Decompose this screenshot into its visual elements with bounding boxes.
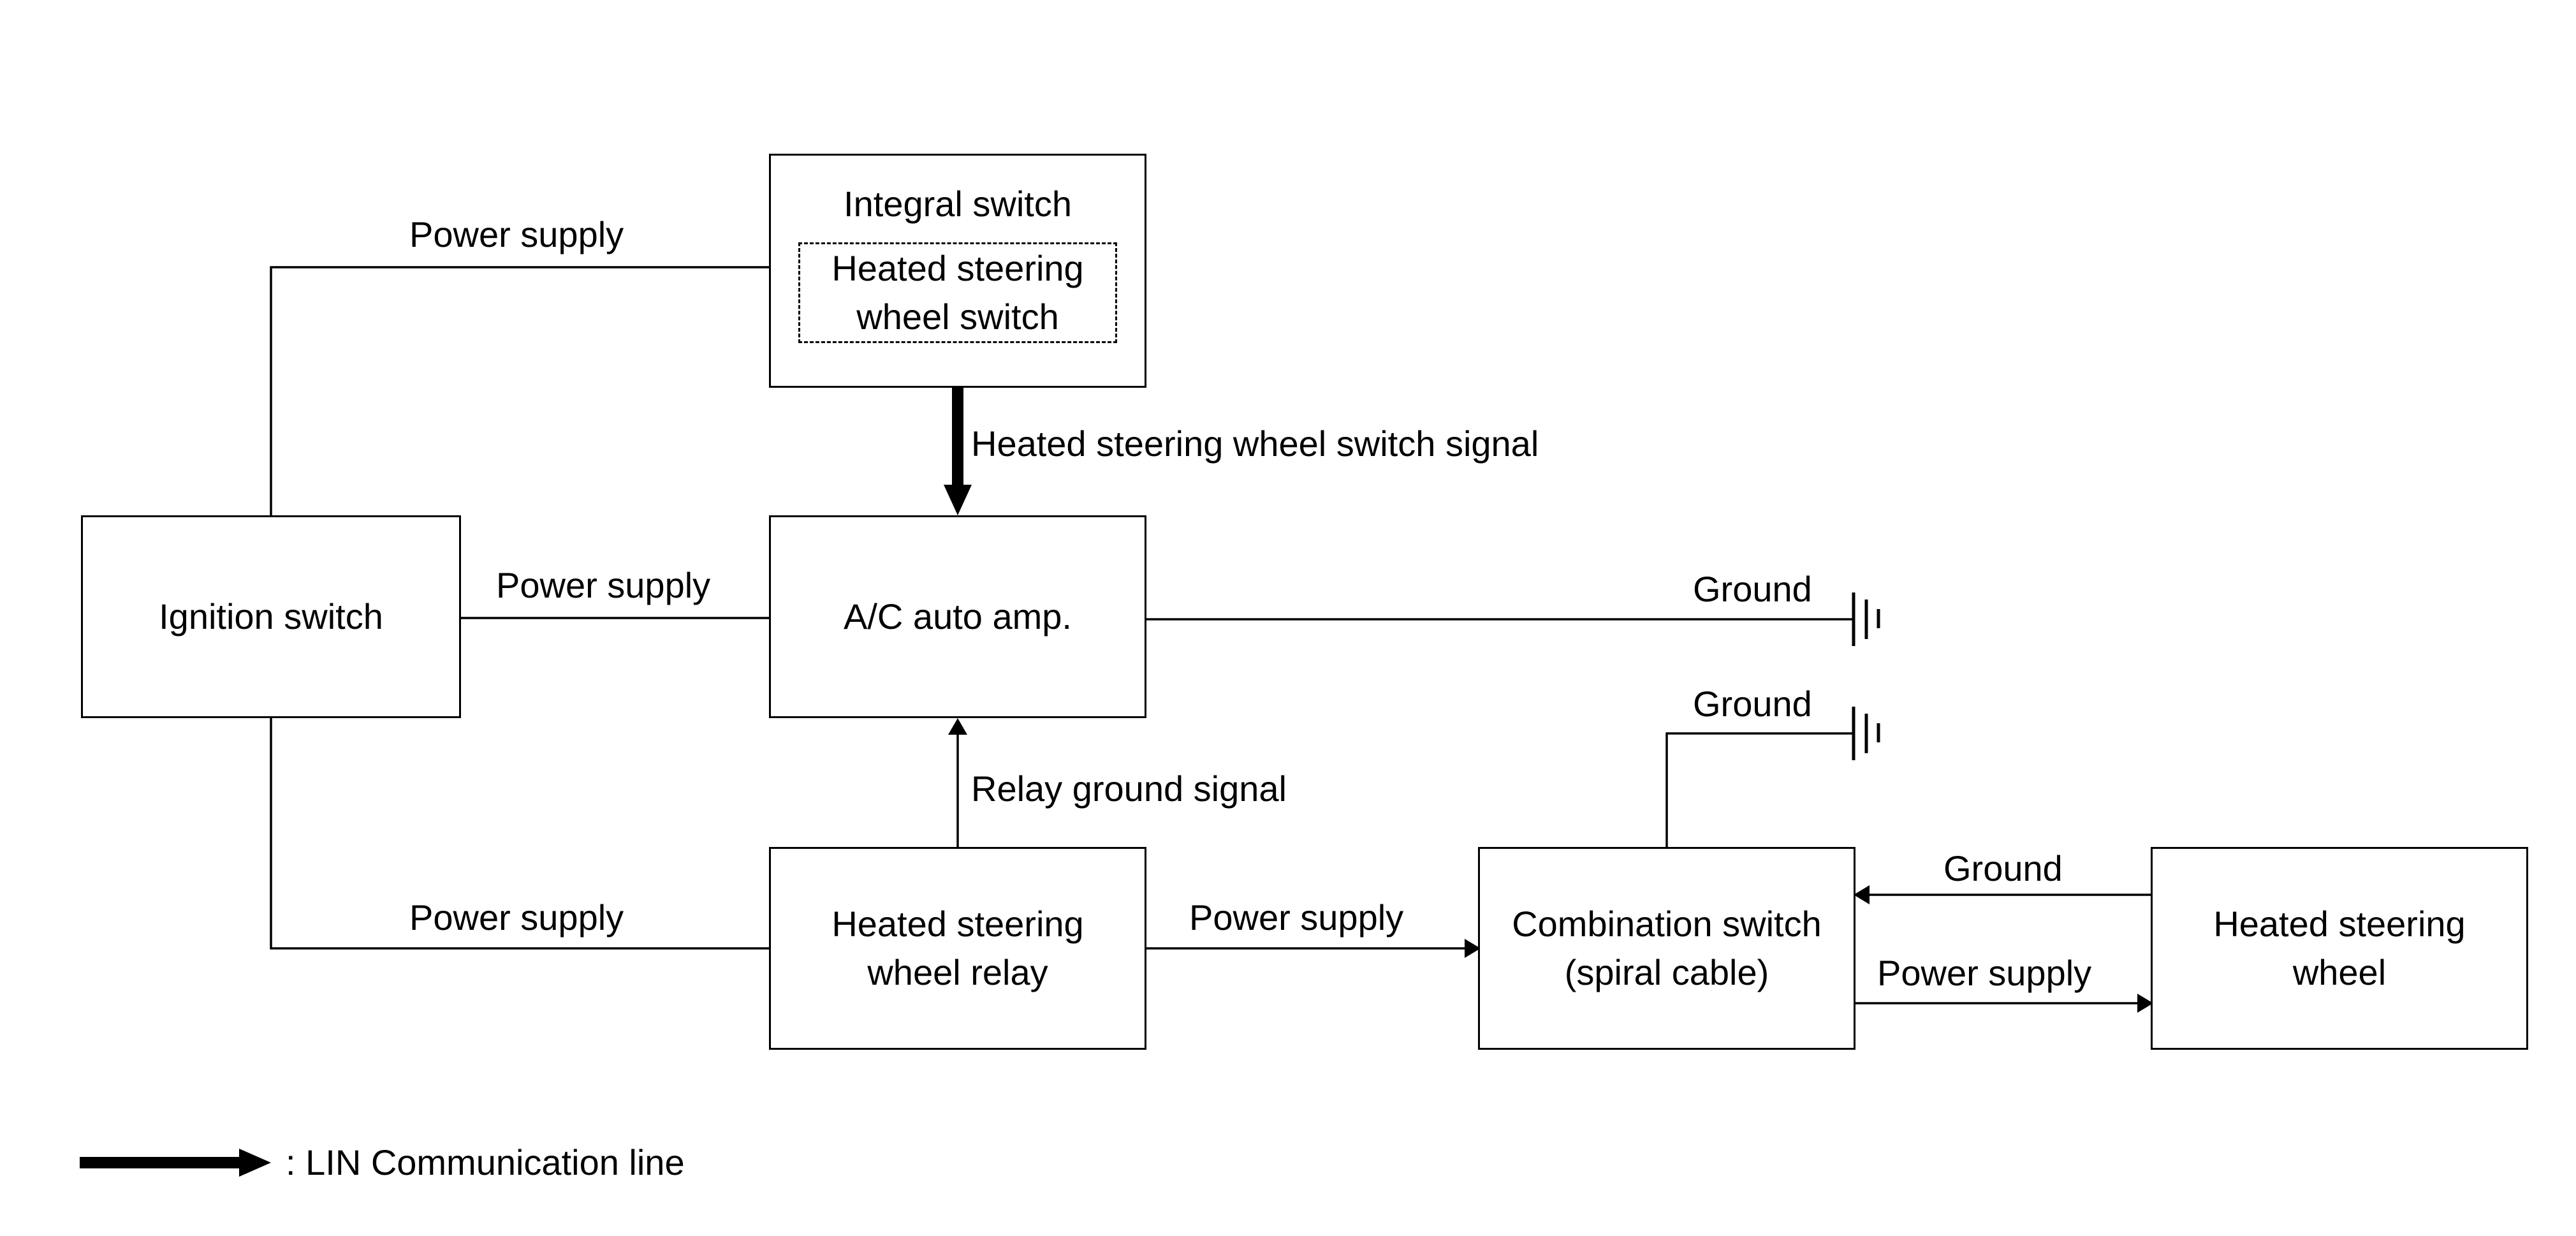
ground-symbol-combination: [1852, 707, 1880, 760]
ac-auto-amp-label: A/C auto amp.: [844, 596, 1072, 636]
ground-symbol-ac-amp: [1852, 592, 1880, 646]
arrow-wheel-ground: [1854, 885, 1870, 904]
line-combination-ground: [1665, 732, 1854, 848]
ignition-switch-label: Ignition switch: [159, 596, 383, 636]
arrow-relay-ground-signal: [948, 718, 967, 735]
heated-steering-wheel-switch-label: Heated steering wheel switch: [831, 248, 1084, 337]
heated-steering-wheel-switch-block: Heated steering wheel switch: [798, 242, 1117, 343]
label-switch-signal: Heated steering wheel switch signal: [971, 423, 1539, 464]
heated-steering-wheel-relay-label: Heated steering wheel relay: [831, 904, 1084, 992]
legend-lin-label: : LIN Communication line: [286, 1142, 685, 1182]
label-ign-to-integral: Power supply: [409, 214, 624, 254]
integral-switch-label: Integral switch: [844, 184, 1072, 224]
ac-auto-amp-block: A/C auto amp.: [769, 515, 1146, 718]
combination-switch-block: Combination switch (spiral cable): [1478, 847, 1855, 1050]
heated-steering-wheel-block: Heated steering wheel: [2151, 847, 2528, 1050]
combination-switch-label: Combination switch (spiral cable): [1512, 904, 1822, 992]
arrow-combination-to-wheel: [2137, 994, 2153, 1013]
label-wheel-ground: Ground: [1943, 848, 2063, 888]
lin-arrow-switch-signal: [944, 485, 972, 515]
integral-switch-block: Integral switch Heated steering wheel sw…: [769, 154, 1146, 388]
label-ign-to-relay: Power supply: [409, 897, 624, 938]
arrow-relay-to-combination: [1465, 939, 1481, 958]
heated-steering-wheel-relay-block: Heated steering wheel relay: [769, 847, 1146, 1050]
line-ign-to-integral: [270, 266, 773, 515]
label-relay-ground-signal: Relay ground signal: [971, 769, 1287, 809]
label-combination-ground: Ground: [1693, 684, 1812, 724]
label-combination-to-wheel: Power supply: [1877, 953, 2092, 993]
ignition-switch-block: Ignition switch: [81, 515, 461, 718]
label-ign-to-ac-amp: Power supply: [496, 565, 711, 605]
line-ign-to-relay: [270, 718, 773, 950]
label-relay-to-combination: Power supply: [1189, 897, 1404, 938]
label-ac-amp-ground: Ground: [1693, 569, 1812, 609]
legend-lin-arrow: [239, 1149, 271, 1177]
heated-steering-wheel-label: Heated steering wheel: [2213, 904, 2466, 992]
